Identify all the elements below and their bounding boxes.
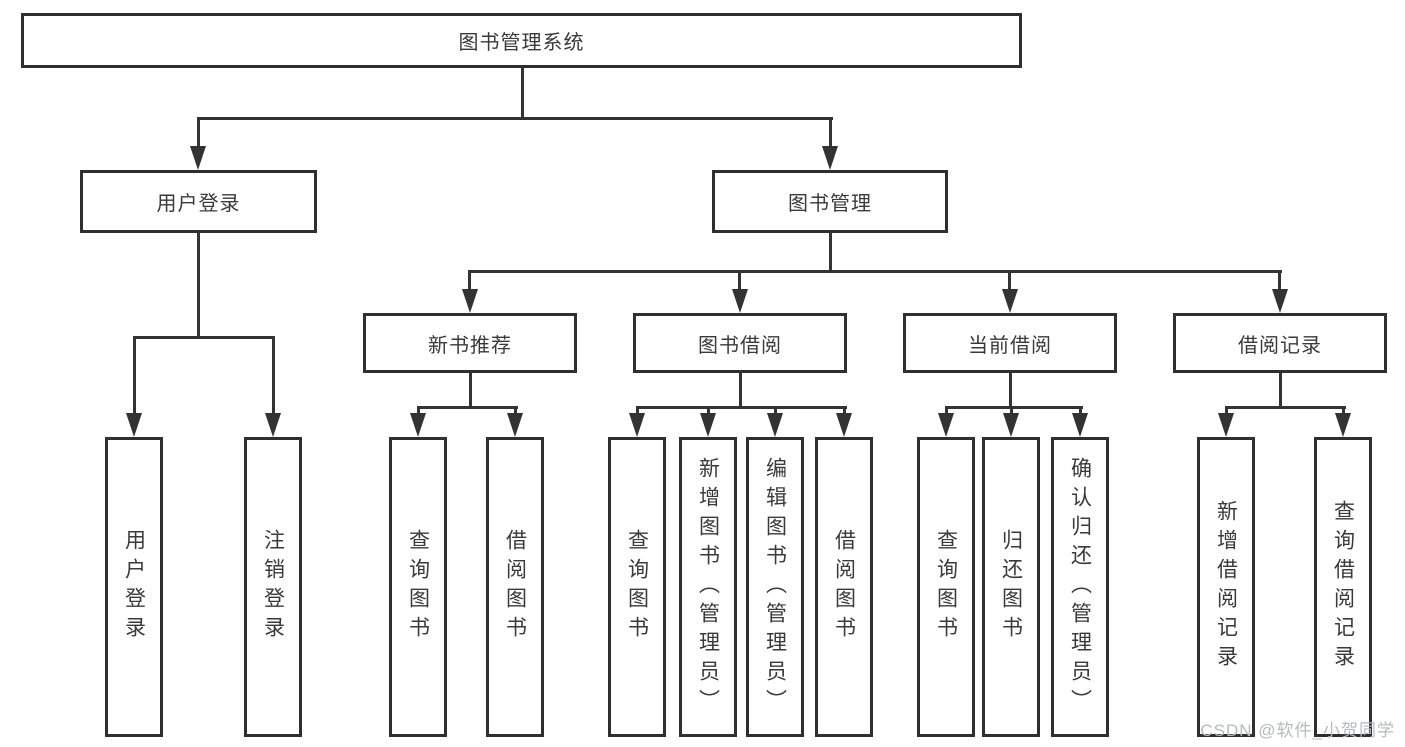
node-new-book-recommend: 新书推荐 <box>363 313 577 373</box>
leaf-logout: 注销登录 <box>244 437 302 737</box>
arrow-down-icon <box>190 146 206 170</box>
connector-arrow-tail <box>272 336 275 415</box>
arrow-down-icon <box>1272 289 1288 313</box>
node-current-borrow-label: 当前借阅 <box>968 334 1052 357</box>
connector-arrow-tail <box>514 406 517 418</box>
node-root: 图书管理系统 <box>21 13 1022 68</box>
leaf-logout-label: 注销登录 <box>261 529 285 645</box>
leaf-return-book-label: 归还图书 <box>999 529 1023 645</box>
connector-user-login-drop <box>197 233 200 339</box>
leaf-user-login-label: 用户登录 <box>122 529 146 645</box>
connector-arrow-tail <box>1342 406 1345 418</box>
connector-group-drop <box>469 373 472 409</box>
arrow-down-icon <box>1002 289 1018 313</box>
connector-group-drop <box>739 373 742 409</box>
leaf-borrow-books-recommend: 借阅图书 <box>486 437 544 737</box>
node-new-book-recommend-label: 新书推荐 <box>428 334 512 357</box>
arrow-down-icon <box>410 413 426 437</box>
node-borrow-records: 借阅记录 <box>1173 313 1387 373</box>
arrow-down-icon <box>507 413 523 437</box>
node-book-borrow-label: 图书借阅 <box>698 334 782 357</box>
connector-arrow-tail <box>774 406 777 418</box>
arrow-down-icon <box>1335 413 1351 437</box>
connector-level2-span <box>197 117 833 120</box>
leaf-query-books-recommend-label: 查询图书 <box>406 529 430 645</box>
arrow-down-icon <box>126 413 142 437</box>
connector-user-login-span <box>133 336 275 339</box>
leaf-query-books-borrow: 查询图书 <box>608 437 666 737</box>
node-user-login: 用户登录 <box>80 170 317 233</box>
connector-group-span <box>636 406 847 409</box>
connector-arrow-tail <box>197 117 200 149</box>
leaf-edit-book-admin-label: 编辑图书（管理员） <box>763 456 787 718</box>
node-book-borrow: 图书借阅 <box>633 313 847 373</box>
leaf-confirm-return-admin-label: 确认归还（管理员） <box>1068 456 1092 718</box>
connector-group-span <box>945 406 1083 409</box>
connector-book-mgmt-drop <box>829 233 832 273</box>
leaf-add-book-admin-label: 新增图书（管理员） <box>696 456 720 718</box>
node-book-management-label: 图书管理 <box>788 193 872 215</box>
arrow-down-icon <box>629 413 645 437</box>
leaf-add-borrow-record: 新增借阅记录 <box>1197 437 1255 737</box>
connector-arrow-tail <box>843 406 846 418</box>
arrow-down-icon <box>1003 413 1019 437</box>
node-user-login-label: 用户登录 <box>156 193 241 215</box>
arrow-down-icon <box>1072 413 1088 437</box>
arrow-down-icon <box>1218 413 1234 437</box>
csdn-watermark: CSDN @软件_小贺同学 <box>1200 721 1395 740</box>
leaf-return-book: 归还图书 <box>982 437 1040 737</box>
arrow-down-icon <box>822 146 838 170</box>
node-root-label: 图书管理系统 <box>458 32 585 54</box>
connector-group-drop <box>1279 373 1282 409</box>
connector-arrow-tail <box>1079 406 1082 418</box>
arrow-down-icon <box>265 413 281 437</box>
leaf-borrow-books-recommend-label: 借阅图书 <box>503 529 527 645</box>
leaf-edit-book-admin: 编辑图书（管理员） <box>746 437 804 737</box>
node-book-management: 图书管理 <box>712 170 948 233</box>
connector-arrow-tail <box>707 406 710 418</box>
connector-root-drop <box>521 68 524 120</box>
arrow-down-icon <box>836 413 852 437</box>
connector-level3-span <box>468 270 1282 273</box>
node-borrow-records-label: 借阅记录 <box>1238 334 1322 357</box>
connector-group-span <box>1225 406 1346 409</box>
leaf-user-login: 用户登录 <box>105 437 163 737</box>
connector-arrow-tail <box>1010 406 1013 418</box>
connector-group-drop <box>1009 373 1012 409</box>
leaf-borrow-books-label: 借阅图书 <box>832 529 856 645</box>
leaf-query-borrow-record: 查询借阅记录 <box>1314 437 1372 737</box>
leaf-query-borrow-record-label: 查询借阅记录 <box>1331 500 1355 674</box>
connector-arrow-tail <box>829 117 832 149</box>
arrow-down-icon <box>767 413 783 437</box>
leaf-query-books-current-label: 查询图书 <box>934 529 958 645</box>
arrow-down-icon <box>462 289 478 313</box>
connector-arrow-tail <box>1225 406 1228 418</box>
arrow-down-icon <box>700 413 716 437</box>
leaf-query-books-recommend: 查询图书 <box>389 437 447 737</box>
connector-arrow-tail <box>1008 270 1011 292</box>
node-current-borrow: 当前借阅 <box>903 313 1117 373</box>
arrow-down-icon <box>938 413 954 437</box>
connector-arrow-tail <box>133 336 136 415</box>
leaf-add-book-admin: 新增图书（管理员） <box>679 437 737 737</box>
leaf-confirm-return-admin: 确认归还（管理员） <box>1051 437 1109 737</box>
connector-arrow-tail <box>636 406 639 418</box>
leaf-add-borrow-record-label: 新增借阅记录 <box>1214 500 1238 674</box>
leaf-borrow-books: 借阅图书 <box>815 437 873 737</box>
connector-arrow-tail <box>1278 270 1281 292</box>
connector-arrow-tail <box>738 270 741 292</box>
leaf-query-books-current: 查询图书 <box>917 437 975 737</box>
connector-group-span <box>417 406 518 409</box>
leaf-query-books-borrow-label: 查询图书 <box>625 529 649 645</box>
arrow-down-icon <box>732 289 748 313</box>
connector-arrow-tail <box>945 406 948 418</box>
connector-arrow-tail <box>468 270 471 292</box>
connector-arrow-tail <box>417 406 420 418</box>
